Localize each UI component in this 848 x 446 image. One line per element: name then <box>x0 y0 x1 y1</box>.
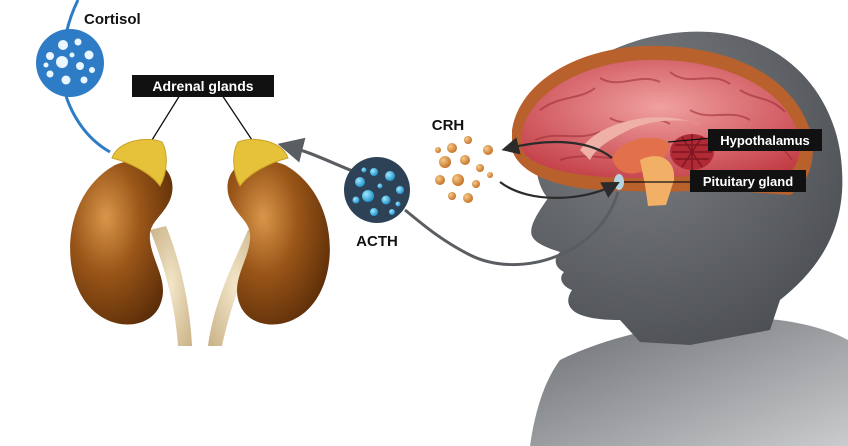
acth-label: ACTH <box>356 233 398 250</box>
pituitary-gland <box>614 174 624 190</box>
cerebellum <box>670 134 714 170</box>
pituitary-gland-label: Pituitary gland <box>703 174 793 189</box>
hypothalamus-label-box: Hypothalamus <box>708 129 822 151</box>
shoulders <box>530 317 848 446</box>
right-kidney-group <box>208 138 330 346</box>
crh-particles <box>435 136 493 203</box>
crh-label: CRH <box>432 117 465 134</box>
cortisol-dots <box>43 38 95 85</box>
hypothalamus-label: Hypothalamus <box>720 133 810 148</box>
adrenal-glands-label-box: Adrenal glands <box>132 75 274 97</box>
pituitary-gland-label-box: Pituitary gland <box>690 170 806 192</box>
left-kidney <box>70 159 173 325</box>
right-adrenal-gland <box>233 138 289 187</box>
cortisol-molecule <box>36 29 104 97</box>
arrow-pituitary-to-acth <box>404 191 620 267</box>
arrow-crh-to-pituitary <box>499 181 620 199</box>
arrow-hypothalamus-to-crh <box>501 137 613 159</box>
right-kidney <box>227 159 330 325</box>
left-kidney-group <box>70 138 192 346</box>
acth-molecule <box>344 157 410 223</box>
label-lines <box>151 94 713 183</box>
left-adrenal-gland <box>111 138 167 187</box>
brainstem <box>640 156 675 206</box>
cortisol-label: Cortisol <box>84 11 141 28</box>
adrenal-glands-label: Adrenal glands <box>152 78 253 94</box>
left-ureter <box>150 226 192 346</box>
arrow-acth-to-adrenal <box>277 137 356 174</box>
corpus-callosum <box>580 117 700 160</box>
